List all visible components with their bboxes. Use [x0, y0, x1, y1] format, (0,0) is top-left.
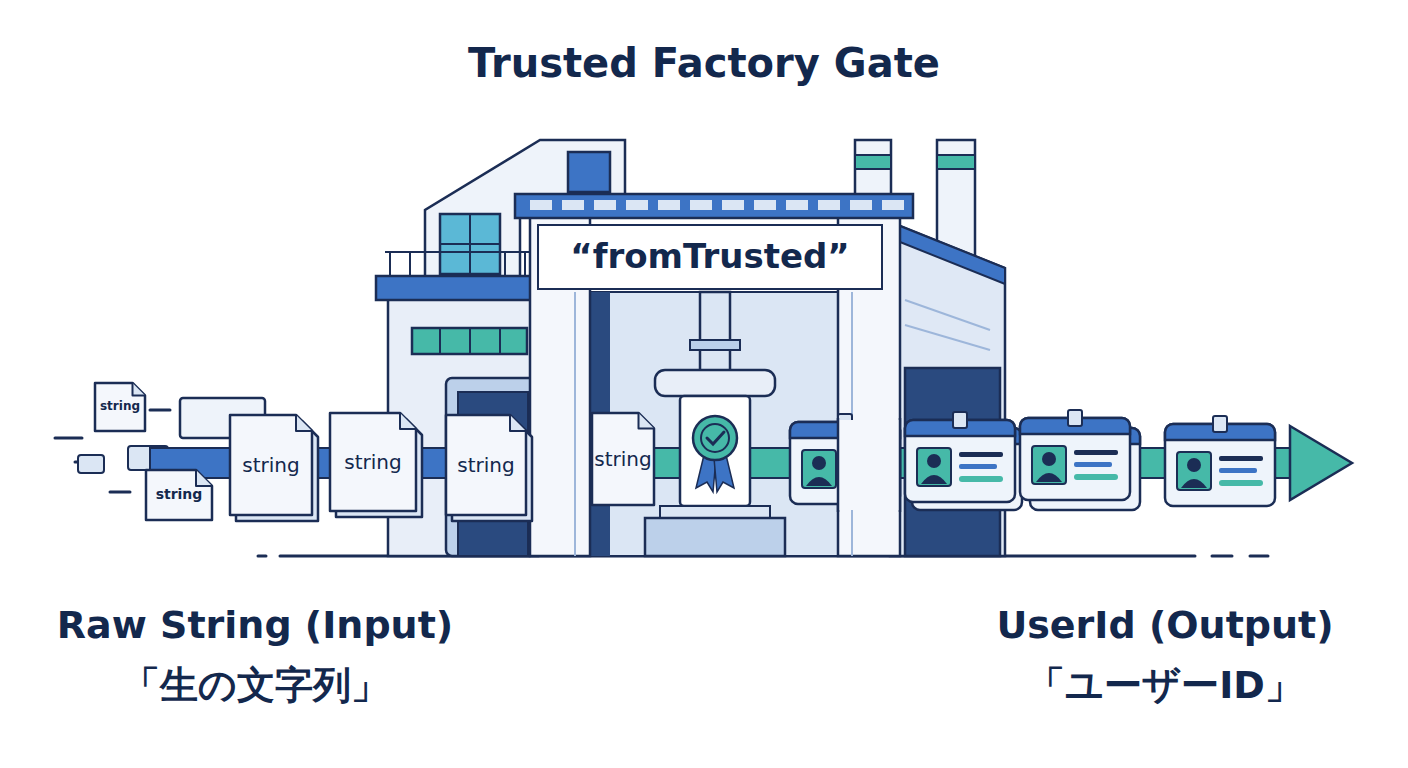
string-document: string — [95, 383, 145, 431]
gate-sign: “fromTrusted” — [537, 224, 883, 290]
type-label: string — [242, 454, 299, 476]
io-label-japanese: 「生の文字列」 — [25, 664, 485, 708]
diagram-title: Trusted Factory Gate — [0, 40, 1408, 86]
io-label-japanese: 「ユーザーID」 — [950, 664, 1380, 708]
string-document: string — [146, 470, 212, 520]
io-label: Raw String (Input) — [25, 604, 485, 648]
string-document: string — [330, 413, 416, 511]
string-document: string — [446, 415, 526, 515]
type-label: string — [344, 451, 401, 473]
string-document: string — [230, 415, 312, 515]
type-label: string — [156, 487, 203, 502]
type-label: string — [594, 448, 651, 470]
type-label: string — [100, 400, 140, 413]
io-label: UserId (Output) — [950, 604, 1380, 648]
type-label: string — [457, 454, 514, 476]
string-document: string — [592, 413, 654, 505]
function-name: “fromTrusted” — [570, 238, 849, 275]
